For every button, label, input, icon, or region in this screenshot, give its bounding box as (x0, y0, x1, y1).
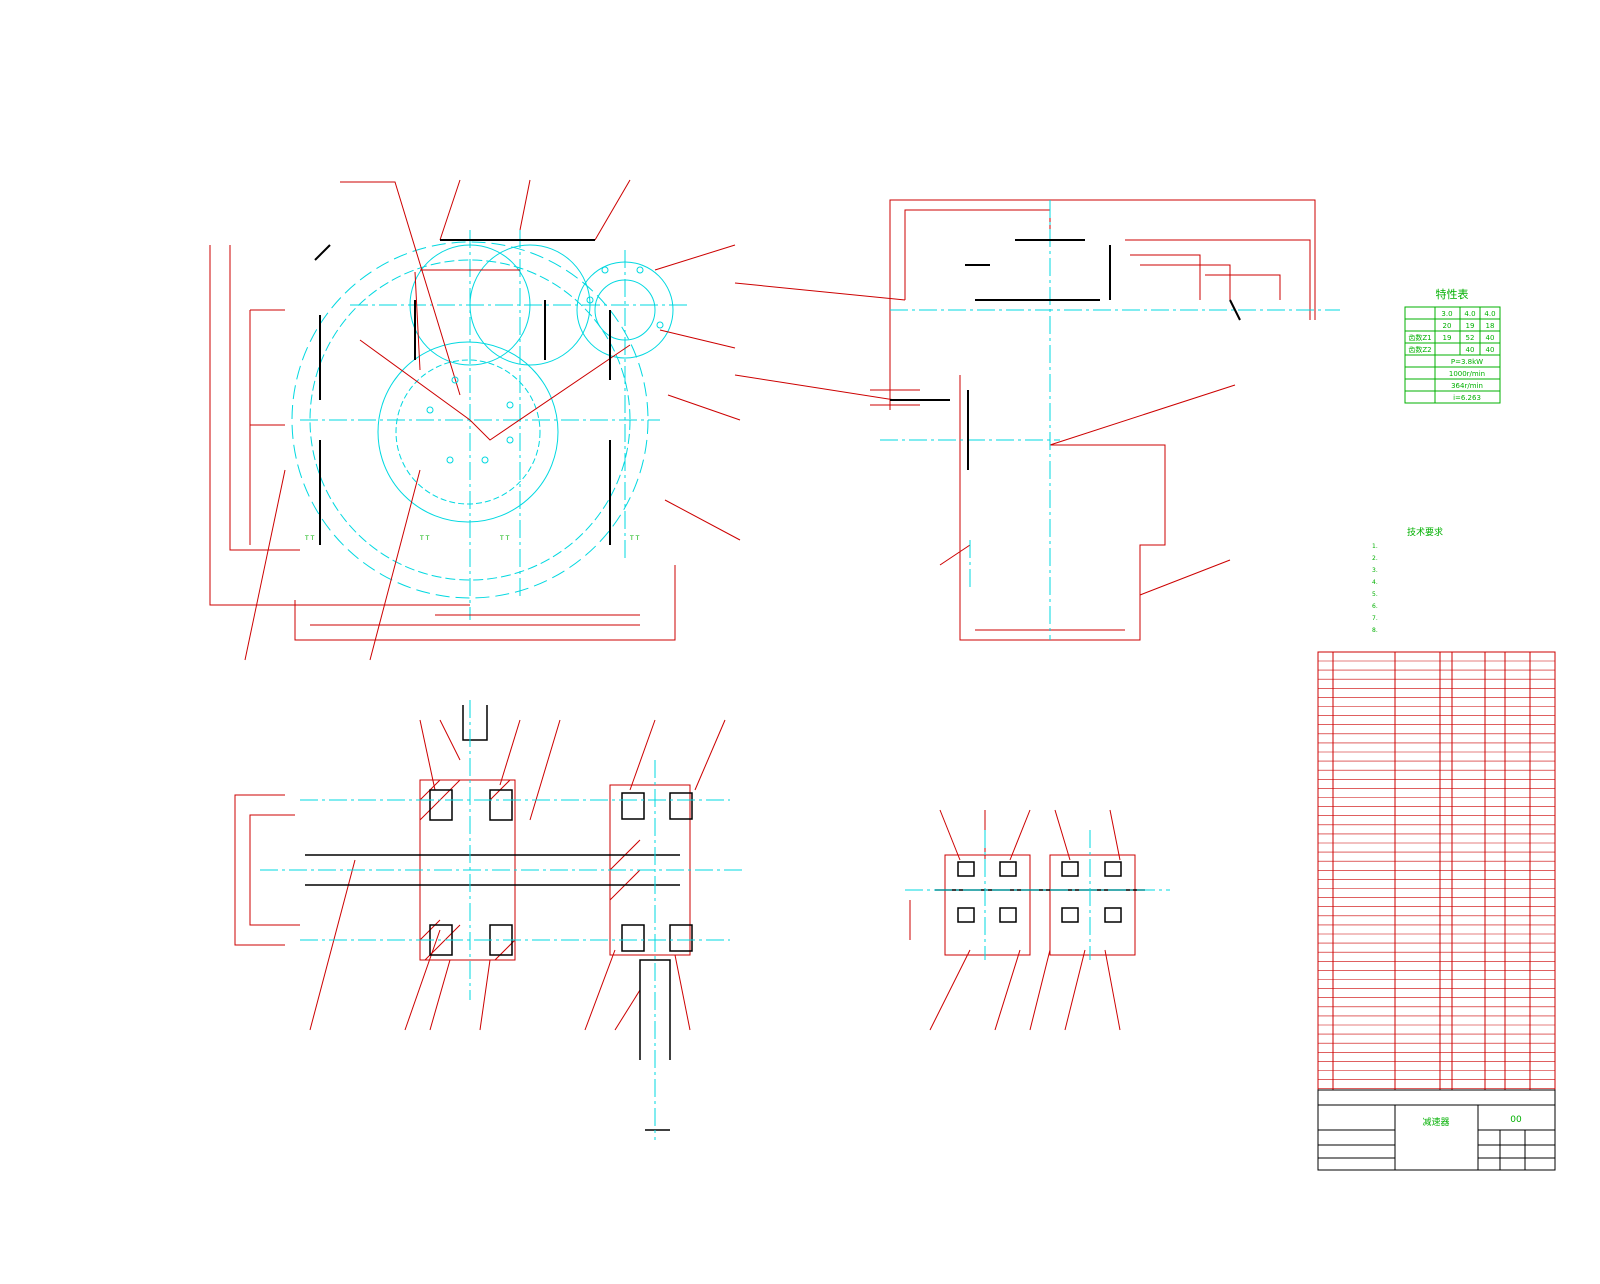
front-left-dim (209, 245, 470, 606)
ct-row-value: 1000r/min (1449, 370, 1485, 378)
ct-row-value: 364r/min (1451, 382, 1483, 390)
ct-row-label: 齿数Z2 (1408, 345, 1431, 354)
tech-req-item: 2. (1372, 555, 1378, 562)
ct-row-value-3: 40 (1486, 334, 1495, 342)
ct-row-value-3: 40 (1486, 346, 1495, 354)
drawing-code: 00 (1510, 1115, 1522, 1125)
title-block: 减速器 00 (1317, 1089, 1556, 1171)
technical-requirements-title: 技术要求 (1407, 526, 1443, 538)
ct-row-value-2: 4.0 (1464, 310, 1475, 318)
technical-requirements: 技术要求 1. 2. 3. 4. 5. 6. 7. 8. (1372, 526, 1443, 634)
tech-req-item: 3. (1372, 567, 1378, 574)
drawing-name: 减速器 (1422, 1116, 1449, 1128)
ct-row-value-1: 19 (1443, 334, 1452, 342)
svg-text:T T: T T (419, 535, 430, 542)
front-large-gear-circle (377, 341, 559, 523)
tech-req-item: 7. (1372, 615, 1378, 622)
section-view-left (234, 700, 745, 1140)
svg-text:T T: T T (629, 535, 640, 542)
ct-row-value-2: 52 (1466, 334, 1475, 342)
ct-row-value-2: 40 (1466, 346, 1475, 354)
tech-req-item: 4. (1372, 579, 1378, 586)
characteristics-table-title: 特性表 (1436, 287, 1469, 301)
ct-row-value: P=3.8kW (1451, 358, 1483, 366)
svg-text:T T: T T (499, 535, 510, 542)
ct-row-value-1: 20 (1443, 322, 1452, 330)
top-view-outer-dim (889, 199, 1316, 410)
tech-req-item: 6. (1372, 603, 1378, 610)
top-view (734, 199, 1340, 641)
ct-row-value: i=6.263 (1453, 394, 1481, 402)
ct-row-label: 齿数Z1 (1408, 333, 1431, 342)
tech-req-item: 1. (1372, 543, 1378, 550)
tech-req-item: 5. (1372, 591, 1378, 598)
tech-req-item: 8. (1372, 627, 1378, 634)
svg-text:T T: T T (304, 535, 315, 542)
section-view-right (905, 809, 1170, 1031)
ct-row-value-3: 4.0 (1484, 310, 1495, 318)
front-large-gear-pitch (395, 359, 541, 505)
ct-row-value-3: 18 (1486, 322, 1495, 330)
ct-row-value-1: 3.0 (1441, 310, 1452, 318)
ct-row-value-2: 19 (1466, 322, 1475, 330)
parts-list (1317, 651, 1556, 1091)
